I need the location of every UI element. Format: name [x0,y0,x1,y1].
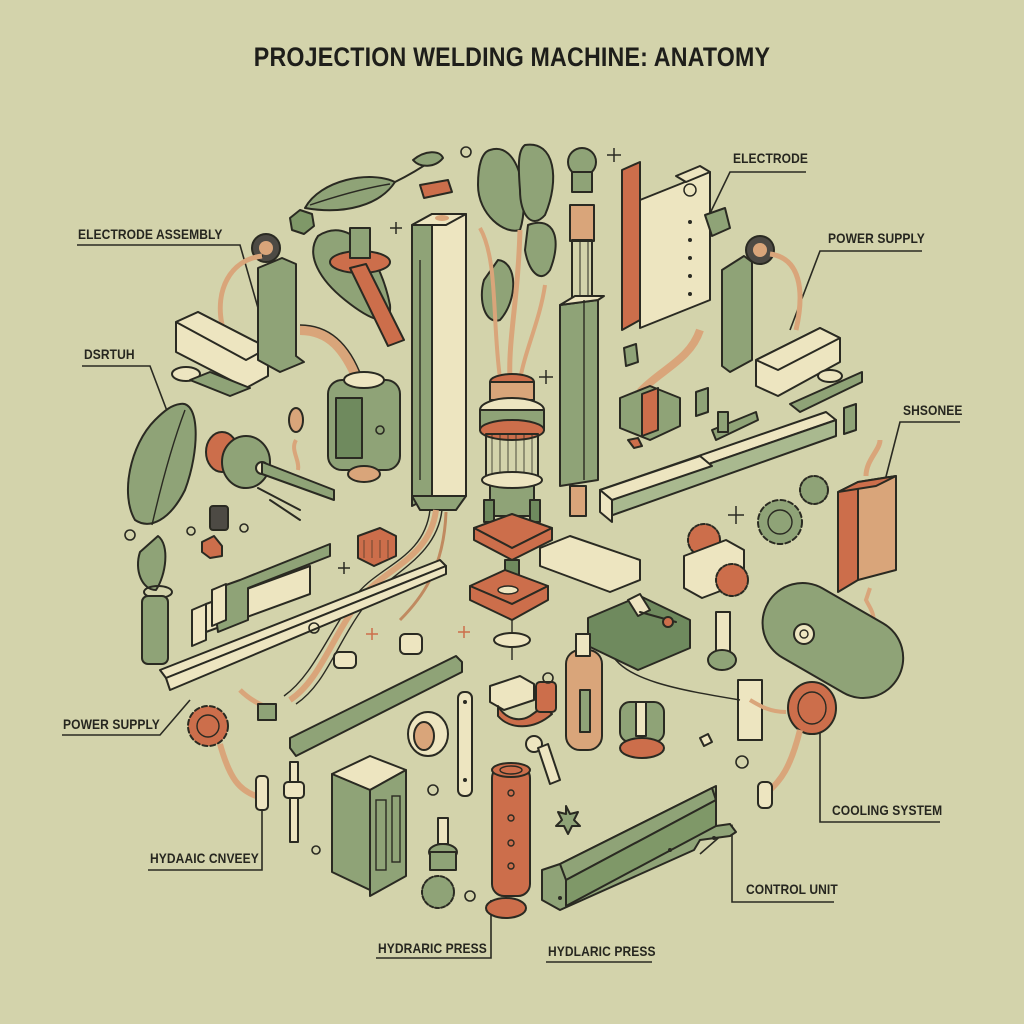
small-crate [357,527,397,567]
label-shsonee: SHSONEE [903,402,963,418]
label-dsrtuh: DSRTUH [84,346,135,362]
label-hydlaric-press: HYDLARIC PRESS [548,943,656,959]
slide-block-left [191,543,331,647]
leaf-vine-left [127,402,197,665]
flat-bar-green [289,655,463,757]
clamp-assembly-small [489,675,557,728]
transformer-block [331,755,407,897]
label-control-unit: CONTROL UNIT [746,881,838,897]
motor-small [619,701,665,759]
linear-guide-right [539,411,837,593]
leaf-vine-center [477,143,557,381]
small-blocks-right [619,343,857,441]
motor-green [299,324,401,483]
central-press-head [469,373,553,660]
cylinder-orange [837,439,897,625]
connector-small [238,633,423,721]
label-power-supply-top: POWER SUPPLY [828,230,925,246]
pin-left [283,761,305,843]
gear-orange-left [187,705,269,811]
vertical-rail-left [411,213,467,511]
label-power-supply-left: POWER SUPPLY [63,716,160,732]
electrode-clamp-left [171,233,305,397]
pulley-spool-left [201,407,335,559]
small-star-icons [555,437,713,835]
cylinder-tan [565,633,603,751]
orange-bracket [621,161,731,331]
label-hydaaic-cnveey: HYDAAIC CNVEEY [150,850,259,866]
lead-screw-column [559,147,605,517]
label-hydraric-press: HYDRARIC PRESS [378,940,487,956]
press-piston-orange [485,762,531,919]
label-cooling-system: COOLING SYSTEM [832,802,943,818]
gear-cluster-right [683,475,829,599]
label-electrode-assembly: ELECTRODE ASSEMBLY [78,226,223,242]
bolt [525,735,561,785]
vertical-link [457,691,473,797]
leaf-vine-top-left [289,151,444,235]
angled-part [587,593,691,671]
page-title: PROJECTION WELDING MACHINE: ANATOMY [253,42,771,72]
label-electrode: ELECTRODE [733,150,809,166]
decorative-dots [124,146,749,902]
long-rail-left [159,559,447,691]
spur-gear-shaft [421,817,458,909]
base-angle-bracket [541,785,737,911]
leader-lines [62,171,960,963]
electrode-holder-orange [312,179,453,347]
electrode-clamp-right [637,235,863,413]
ring-cream [407,711,449,757]
sparkle-icons [338,148,744,640]
oval-plate [761,582,905,699]
